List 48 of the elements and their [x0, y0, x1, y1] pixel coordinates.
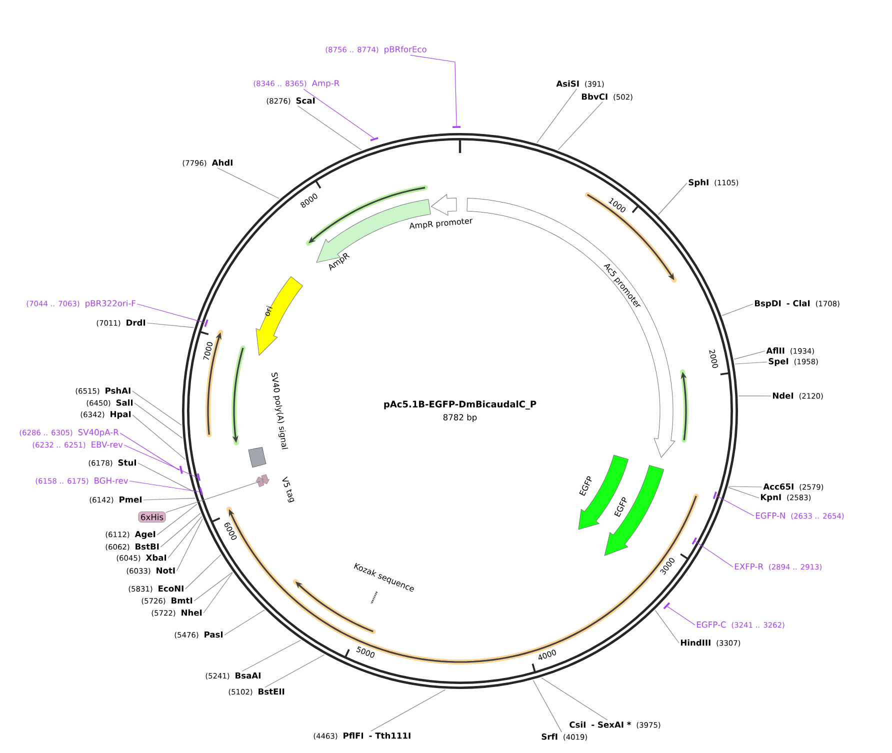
- node-label: SV40 poly(A) signal: [272, 372, 288, 450]
- leader-line: [541, 678, 608, 720]
- leader-line: [716, 496, 754, 516]
- leader-line: [134, 402, 183, 439]
- leader-line: [297, 105, 362, 150]
- gene-feature: ori: [256, 276, 303, 356]
- leader-line: [156, 504, 198, 536]
- tag-badge: 6xHis: [138, 512, 166, 522]
- leader-line: [143, 498, 196, 500]
- leader-line: [138, 462, 194, 492]
- leader-line: [129, 480, 200, 492]
- leader-line: [694, 541, 734, 568]
- leader-line: [558, 102, 603, 150]
- leader-line: [658, 182, 688, 216]
- feature-box: SV40 poly(A) signal: [248, 372, 288, 468]
- leader-line: [532, 680, 562, 732]
- leader-line: [120, 432, 180, 470]
- leader-line: [410, 54, 457, 126]
- leader-line: [654, 610, 680, 644]
- leader-line: [728, 486, 762, 488]
- leader-line: [264, 654, 325, 688]
- leader-line: [194, 572, 233, 602]
- gene-feature: EGFP: [604, 465, 664, 556]
- leader-line: [217, 168, 280, 199]
- leader-line: [185, 554, 222, 590]
- leader-line: [728, 487, 760, 498]
- leader-line: [734, 350, 766, 360]
- leader-line: [176, 518, 203, 572]
- leader-line: [132, 414, 186, 460]
- leader-line: [224, 610, 265, 636]
- leader-line: [203, 572, 233, 614]
- leader-line: [124, 444, 198, 478]
- leader-line: [667, 606, 696, 626]
- leader-line: [160, 512, 201, 548]
- leader-line: [132, 390, 182, 426]
- leader-line: [722, 304, 754, 316]
- leader-line: [536, 88, 578, 144]
- leader-line: [136, 304, 206, 323]
- node-label: V5 tag: [282, 476, 294, 502]
- leader-line: [146, 322, 194, 328]
- leader-line: [370, 689, 446, 732]
- leader-line: [734, 362, 768, 364]
- leader-line: [242, 640, 302, 672]
- leader-line: [168, 516, 202, 558]
- tag-feature: V5 tag: [261, 474, 294, 502]
- leader-line: [165, 481, 260, 513]
- tag-feature: [256, 476, 264, 488]
- leader-line: [303, 88, 374, 139]
